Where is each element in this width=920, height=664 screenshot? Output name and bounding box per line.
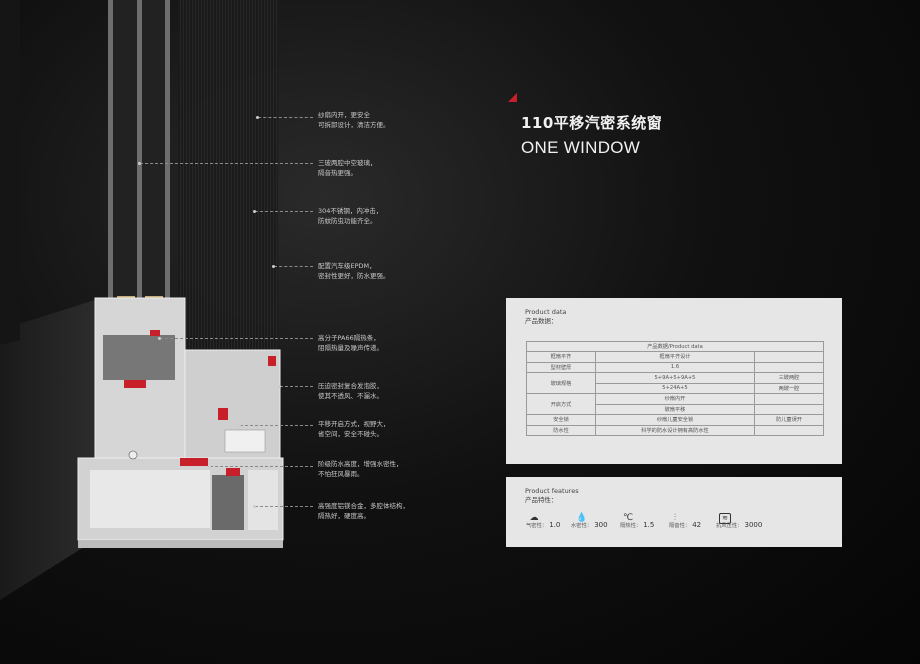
feature-value: 42 — [692, 521, 702, 529]
table-cell — [754, 403, 824, 415]
table-row: 框扇平齐 框扇平齐设计 — [526, 351, 824, 363]
product-data-panel: Product data 产品数据： 产品数据/Product data 框扇平… — [506, 298, 842, 464]
table-cell: 型材壁厚 — [526, 361, 596, 373]
table-row: 玻璃规格 5+9A+5+9A+5 三玻两腔 — [526, 372, 824, 394]
feature-value: 1.5 — [643, 521, 655, 529]
annotation-waterproof-step: 阶级防水高度，增强水密性， 不怕狂风暴雨。 — [318, 460, 403, 478]
sound-bars-icon: ⫶ — [673, 513, 677, 523]
product-data-table: 产品数据/Product data 框扇平齐 框扇平齐设计 型材壁厚 1.6 玻… — [526, 341, 824, 436]
feature-insulation: 隔热性：1.5 — [620, 521, 654, 529]
leader-line — [158, 337, 313, 340]
table-cell: 纱扇内开 — [595, 393, 755, 405]
water-drop-icon: 💧 — [576, 513, 588, 523]
product-features-heading: Product features 产品特性： — [525, 487, 579, 505]
feature-value: 3000 — [744, 521, 763, 529]
cloud-wind-icon: ☁ — [529, 513, 539, 523]
table-cell: 1.6 — [595, 361, 755, 373]
table-cell: 玻璃规格 — [526, 372, 596, 394]
feature-label: 隔热性： — [620, 523, 642, 529]
table-cell — [754, 361, 824, 373]
table-cell: 科学的防水设计拥有高防水性 — [595, 424, 755, 436]
page-title-en: ONE WINDOW — [521, 138, 641, 157]
feature-value: 300 — [594, 521, 608, 529]
table-cell: 5+9A+5+9A+5 — [595, 372, 755, 384]
table-cell: 5+24A+5 — [595, 382, 755, 394]
annotation-foam-seal: 压迫密封复合发泡胶， 使其不透风、不漏水。 — [318, 382, 383, 400]
annotation-pa66-strip: 高分子PA66隔热条， 阻隔热量及噪声传递。 — [318, 334, 383, 352]
feature-label: 抗风压性： — [716, 523, 743, 529]
feature-sound-insulation: 隔音性：42 — [669, 521, 701, 529]
product-data-heading-cn: 产品数据： — [525, 317, 558, 325]
table-cell: 三玻两腔 — [754, 372, 824, 384]
leader-line — [253, 505, 313, 508]
leader-line — [278, 385, 313, 388]
feature-label: 气密性： — [526, 523, 548, 529]
annotation-epdm-seal: 配置汽车级EPDM， 密封性更好，防水更强。 — [318, 262, 390, 280]
product-data-heading: Product data 产品数据： — [525, 308, 566, 326]
feature-airtightness: 气密性：1.0 — [526, 521, 560, 529]
wind-pressure-icon: ≋ — [719, 513, 731, 524]
table-row: 型材壁厚 1.6 — [526, 361, 824, 373]
table-row: 防水性 科学的防水设计拥有高防水性 — [526, 424, 824, 436]
feature-watertightness: 水密性：300 — [571, 521, 608, 529]
table-cell: 框扇平齐设计 — [595, 351, 755, 363]
table-cell: 玻扇平移 — [595, 403, 755, 415]
table-cell — [754, 424, 824, 436]
leader-line — [256, 116, 313, 119]
table-row: 安全锁 纱扇儿童安全锁 防儿童误开 — [526, 414, 824, 426]
annotation-stainless-mesh: 304不锈钢，内冲击， 防蚊防虫功能齐全。 — [318, 207, 383, 225]
leader-line — [138, 162, 313, 165]
feature-label: 水密性： — [571, 523, 593, 529]
table-cell: 安全锁 — [526, 414, 596, 426]
product-data-heading-en: Product data — [525, 308, 567, 316]
feature-label: 隔音性： — [669, 523, 691, 529]
leader-line — [238, 424, 313, 427]
window-profile-photo — [0, 0, 284, 600]
table-cell — [754, 393, 824, 405]
annotation-triple-glass: 三玻两腔中空玻璃， 隔音热更强。 — [318, 159, 377, 177]
table-title: 产品数据/Product data — [526, 341, 824, 352]
table-cell: 防水性 — [526, 424, 596, 436]
table-cell: 防儿童误开 — [754, 414, 824, 426]
table-cell: 两玻一腔 — [754, 382, 824, 394]
table-cell: 开启方式 — [526, 393, 596, 415]
table-cell: 纱扇儿童安全锁 — [595, 414, 755, 426]
product-features-heading-cn: 产品特性： — [525, 496, 558, 504]
annotation-alloy-frame: 高强度铝镁合金，多腔体结构， 隔热好，硬度高。 — [318, 502, 409, 520]
leader-line — [253, 210, 313, 213]
page-title-cn: 110平移汽密系统窗 — [521, 114, 663, 132]
accent-triangle — [508, 93, 517, 102]
product-features-panel: Product features 产品特性： ☁ 气密性：1.0 💧 水密性：3… — [506, 477, 842, 547]
leader-line — [208, 465, 313, 468]
feature-value: 1.0 — [549, 521, 561, 529]
annotation-screen-sash: 纱扇内开，更安全 可拆卸设计，清洁方便。 — [318, 111, 390, 129]
leader-line — [272, 265, 313, 268]
product-features-heading-en: Product features — [525, 487, 579, 495]
table-cell: 框扇平齐 — [526, 351, 596, 363]
feature-wind-resistance: 抗风压性：3000 — [716, 521, 762, 529]
thermometer-icon: ℃ — [622, 513, 634, 523]
annotation-sliding-opening: 平移开启方式，视野大， 省空间，安全不碰头。 — [318, 420, 390, 438]
table-row: 开启方式 纱扇内开 — [526, 393, 824, 415]
table-cell — [754, 351, 824, 363]
